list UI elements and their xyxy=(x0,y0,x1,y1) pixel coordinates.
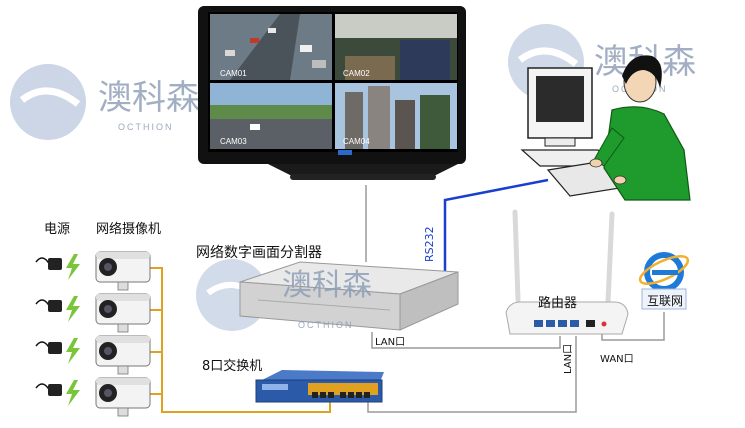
cam04-label: CAM04 xyxy=(343,137,370,146)
camera-1 xyxy=(95,251,151,291)
watermark-brand-left: 澳科森 xyxy=(98,78,200,118)
cam02-label: CAM02 xyxy=(343,69,370,78)
wan-label: WAN口 xyxy=(600,354,634,365)
splitter-lan-label: LAN口 xyxy=(375,337,406,348)
cam03-label: CAM03 xyxy=(220,137,247,146)
router-switch-line xyxy=(367,336,577,413)
network-camera-label: 网络摄像机 xyxy=(96,222,162,237)
power-adapter-4 xyxy=(35,380,80,406)
watermark-brand-center: 澳科森 xyxy=(282,268,372,303)
splitter-label: 网络数字画面分割器 xyxy=(196,245,322,261)
router-lan-label: LAN口 xyxy=(563,343,574,374)
cam01-label: CAM01 xyxy=(220,69,247,78)
power-label: 电源 xyxy=(44,222,71,237)
rs232-label: RS232 xyxy=(423,226,436,262)
internet-label: 互联网 xyxy=(647,294,684,308)
power-adapter-2 xyxy=(35,296,80,322)
splitter-router-line xyxy=(371,332,561,349)
camera-cable-1 xyxy=(150,267,331,413)
power-adapter-3 xyxy=(35,338,80,364)
camera-3 xyxy=(95,335,151,375)
power-adapter-1 xyxy=(35,254,80,280)
switch-label: 8口交换机 xyxy=(202,359,263,374)
watermark-sub-center: OCTHION xyxy=(298,320,354,330)
router-label: 路由器 xyxy=(538,296,578,311)
camera-2 xyxy=(95,293,151,333)
router-internet-line xyxy=(601,312,665,341)
watermark-sub-left: OCTHION xyxy=(118,122,174,132)
camera-4 xyxy=(95,377,151,417)
rs232-line xyxy=(443,178,549,275)
